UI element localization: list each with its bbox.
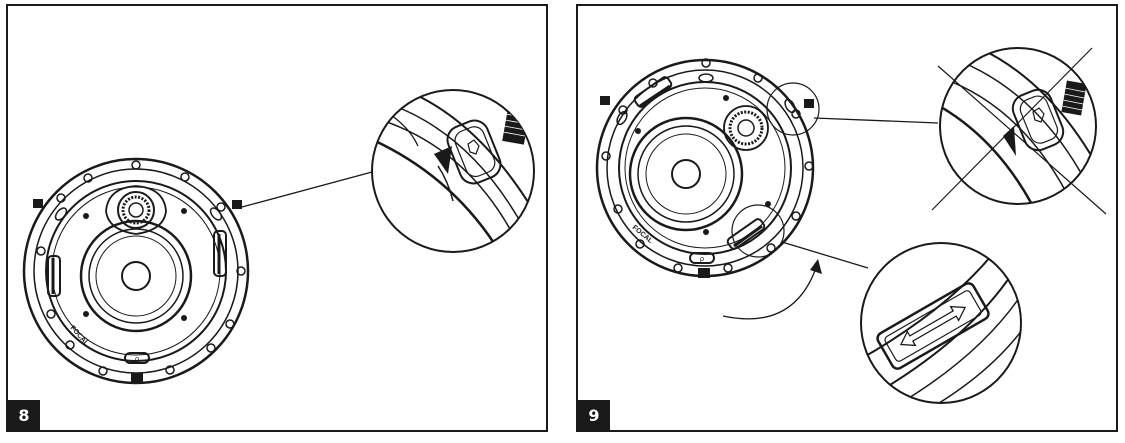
rim-holes [36,160,246,376]
woofer [628,116,744,232]
callout-line-top [813,117,939,124]
tweeter [723,105,769,151]
step-9-illustration: ρ FOCAL [595,47,1107,404]
callout-line [241,171,373,208]
knobs [33,199,242,383]
step-8-panel: ρ FOCAL [6,4,548,432]
detail-magnifier-top [931,47,1107,215]
screws [83,208,187,321]
detail-magnifier [371,89,535,253]
tweeter [105,185,167,235]
step-number-badge: 8 [8,400,40,430]
callout-line-bottom [781,241,869,269]
highlight-circle-latch [766,82,820,136]
step-9-panel: ρ FOCAL [576,4,1118,432]
step-8-illustration: ρ FOCAL [22,89,535,385]
svg-text:ρ: ρ [700,255,705,263]
cross-mark [937,65,1107,215]
ceiling-speaker: ρ [22,157,250,385]
highlight-circle-clamp [731,204,785,258]
rim-tabs: ρ [54,207,223,364]
svg-text:ρ: ρ [135,355,140,363]
ceiling-speaker: ρ [595,58,820,278]
side-clamps [633,76,766,250]
knobs [600,96,814,278]
rim-tabs: ρ [616,73,796,264]
screws [635,95,771,235]
woofer [79,219,193,333]
rim-holes [601,58,814,273]
step-number-badge: 9 [578,400,610,430]
rotation-arrow [722,259,822,320]
detail-magnifier-bottom [860,242,1022,404]
side-clamps [47,230,227,297]
brand-label: FOCAL [69,325,91,348]
